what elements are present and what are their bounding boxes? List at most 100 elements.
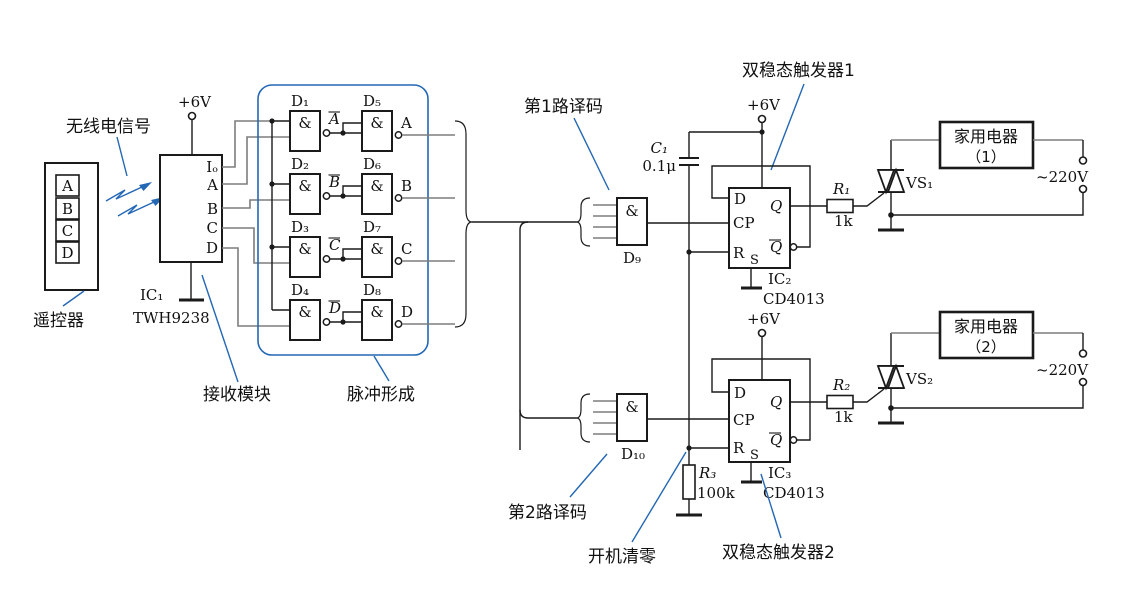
gate-d5-box — [361, 110, 393, 152]
decoder2-gate-symbol: & — [625, 398, 638, 416]
ff2-pin-d: D — [734, 384, 746, 402]
ff2-pointer-line — [760, 473, 782, 539]
appliance-1-line1: 家用电器 — [954, 127, 1018, 146]
signal-c-bar-label: C — [329, 236, 341, 254]
signal-b-label: B — [401, 177, 412, 195]
ff1-pin-q: Q — [770, 197, 782, 215]
gate-d8-inverter-bubble — [394, 320, 403, 328]
gate-d2-box — [289, 173, 321, 215]
gate-d7-inverter-bubble — [394, 257, 403, 265]
gate-d3-inverter-bubble — [322, 255, 331, 263]
triac-vs1-ref: VS₁ — [905, 174, 933, 192]
mains1-label: ~220V — [1036, 168, 1089, 186]
ff1-pin-s: S — [750, 253, 759, 268]
button-a-label: A — [61, 177, 73, 195]
gate-d4-symbol: & — [298, 303, 311, 321]
decoder1-ref: D₉ — [623, 249, 641, 267]
resistor-r2-value: 1k — [834, 408, 854, 426]
capacitor-c1-icon — [679, 157, 699, 166]
ff1-pin-cp: CP — [733, 214, 755, 232]
remote-button-a — [55, 174, 80, 197]
resistor-r3-value: 100k — [697, 484, 736, 502]
gate-d8-box — [361, 299, 393, 341]
decoder1-gate-symbol: & — [625, 202, 638, 220]
ff2-pin-s: S — [750, 448, 759, 463]
remote-transmitter: A B C D 遥控器 无线电信号 — [33, 117, 164, 331]
resistor-r1-icon — [826, 198, 854, 214]
gate-row-4: D₄ & D D₈ & D — [289, 281, 455, 341]
gate-d8-label: D₈ — [363, 281, 381, 299]
receiver-pin-d: D — [206, 239, 218, 257]
mains2-terminal-top — [1078, 349, 1088, 358]
radio-wave-arrows-icon — [105, 182, 164, 217]
gate-d8-symbol: & — [370, 303, 383, 321]
ff2-power-terminal — [757, 328, 767, 338]
decoder-2: & D₁₀ 第2路译码 — [508, 393, 729, 523]
mains1-terminal-bottom — [1078, 184, 1088, 194]
output-channel-2: R₂ 1k VS₂ 家用电器 （2） ~220V — [790, 310, 1089, 426]
gate-d7-label: D₇ — [363, 218, 381, 236]
ff2-part-number: CD4013 — [763, 484, 825, 502]
radio-signal-pointer-line — [116, 136, 128, 177]
receiver-pin-io: Iₒ — [206, 158, 218, 176]
resistor-r3-ref: R₃ — [698, 464, 716, 482]
decoder-1: 第1路译码 & D₉ — [524, 97, 729, 267]
appliance-2-line2: （2） — [966, 338, 1006, 356]
ff1-feedback-wire — [711, 165, 811, 248]
ff1-ic-ref: IC₂ — [768, 270, 791, 288]
mains2-terminal-bottom — [1078, 377, 1088, 387]
power-on-reset-network: C₁ 0.1μ R₃ 100k 开机清零 — [588, 131, 762, 567]
gate-d7-symbol: & — [370, 240, 383, 258]
receiver-part-number: TWH9238 — [133, 309, 210, 327]
resistor-r3-icon — [682, 464, 696, 500]
decoder2-gate-box — [616, 393, 648, 442]
pulse-forming-pointer-line — [373, 355, 390, 382]
gate-d7-box — [361, 236, 393, 278]
radio-signal-caption: 无线电信号 — [66, 117, 151, 137]
ff2-ic-box — [728, 379, 791, 463]
gate-d3-symbol: & — [298, 240, 311, 258]
flip-flop-1: 双稳态触发器1 +6V D CP R S Q Q IC₂ CD4013 — [711, 61, 855, 308]
appliance-2-line1: 家用电器 — [954, 317, 1018, 336]
bundle-brace — [454, 120, 473, 328]
gate-d3-box — [289, 236, 321, 278]
ff1-pin-r: R — [733, 244, 745, 262]
gate-d2-inverter-bubble — [322, 192, 331, 200]
ff2-pin-cp: CP — [733, 411, 755, 429]
gate-row-3: D₃ & C D₇ & C — [289, 218, 455, 278]
gate-d5-symbol: & — [370, 114, 383, 132]
signal-d-label: D — [401, 303, 413, 321]
resistor-r2-ref: R₂ — [832, 376, 850, 394]
receiver-pin-a: A — [206, 176, 218, 194]
receiver-caption: 接收模块 — [203, 385, 271, 405]
gate-d1-inverter-bubble — [322, 129, 331, 137]
gate-d6-symbol: & — [370, 177, 383, 195]
button-b-label: B — [62, 200, 73, 218]
receiver-module: +6V Iₒ A B C D IC₁ TWH9238 接收模块 — [133, 93, 271, 405]
receiver-power-terminal — [187, 111, 197, 121]
gate-d5-inverter-bubble — [394, 131, 403, 139]
remote-pointer-line — [62, 290, 85, 307]
ff2-pin-r: R — [733, 439, 745, 457]
remote-button-b — [55, 197, 80, 220]
gate-d1-label: D₁ — [291, 92, 309, 110]
ff1-qbar-bubble — [789, 243, 798, 251]
gate-d1-symbol: & — [298, 114, 311, 132]
gate-row-1: D₁ & A D₅ & A — [289, 92, 455, 152]
capacitor-c1-ref: C₁ — [651, 139, 669, 157]
decoder1-pointer-line — [573, 117, 610, 191]
button-d-label: D — [61, 244, 73, 262]
flip-flop-2: +6V D CP R S Q Q IC₃ CD4013 双稳态触发器2 — [711, 310, 835, 563]
appliance-1-box — [938, 120, 1035, 170]
receiver-ic-ref: IC₁ — [140, 286, 163, 304]
pulse-forming-border — [257, 84, 429, 356]
ff1-pin-d: D — [734, 190, 746, 208]
signal-bus — [454, 120, 577, 450]
receiver-pin-b: B — [207, 200, 218, 218]
ff2-pin-q: Q — [770, 393, 782, 411]
resistor-r2-icon — [826, 394, 854, 410]
ff2-feedback-wire — [711, 358, 811, 441]
signal-a-bar-label: A — [327, 110, 340, 128]
decoder2-caption: 第2路译码 — [508, 503, 587, 523]
